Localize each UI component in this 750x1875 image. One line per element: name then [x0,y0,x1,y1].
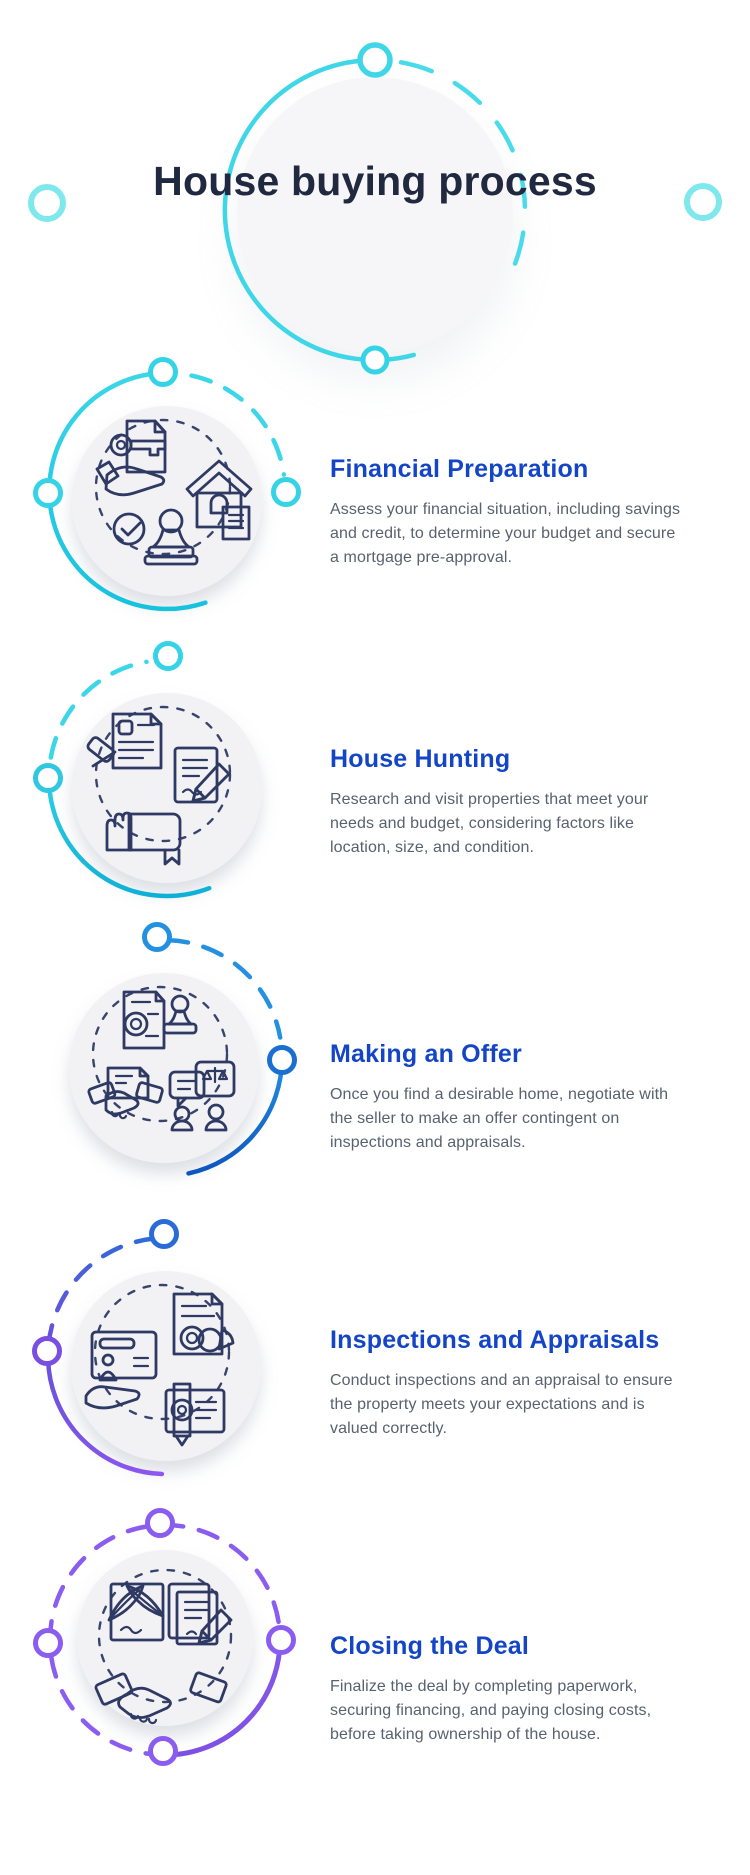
step-1-text: Financial Preparation Assess your financ… [330,455,732,570]
step-3-text: Making an Offer Once you find a desirabl… [330,1040,732,1155]
note-and-pencil-icon [173,746,231,804]
step-3-description: Once you find a desirable home, negotiat… [330,1086,669,1151]
stamp-approval-check-icon [112,508,199,566]
step-2-icon-circle [72,693,262,883]
step-5-heading: Closing the Deal [330,1632,530,1660]
step-5-text: Closing the Deal Finalize the deal by co… [330,1632,732,1747]
step-3-heading: Making an Offer [330,1040,522,1068]
certificate-stamp-icon [122,990,198,1050]
page-title: House buying process [153,158,597,204]
header-ring-top-node [357,42,393,78]
step-5-illustration [33,1508,296,1766]
step-1-node-top [148,357,178,387]
step-5-icon-circle [77,1550,253,1726]
step-4-node-left [32,1336,62,1366]
house-icon [185,459,253,541]
hand-certificate-icon [84,1330,158,1410]
negotiation-chat-scales-icon [168,1060,236,1132]
header-left-node-circle [28,184,66,222]
step-1-node-left [33,478,63,508]
step-1-illustration [33,357,301,612]
step-3-node-top [142,922,172,952]
step-2-node-left [33,763,63,793]
step-3-node-right [267,1045,297,1075]
step-2-node-top [153,641,183,671]
step-1-description: Assess your financial situation, includi… [330,501,681,566]
step-4-heading: Inspections and Appraisals [330,1326,660,1354]
step-2-description: Research and visit properties that meet … [330,791,649,856]
step-5-node-top [145,1508,175,1538]
step-4-node-top [149,1219,179,1249]
step-2-illustration [33,641,262,899]
hand-holding-key-document-icon [95,419,167,497]
header-background-circle [237,77,513,353]
step-1-heading: Financial Preparation [330,455,589,483]
step-5-description: Finalize the deal by completing paperwor… [330,1678,652,1743]
document-appraisal-rings-icon [172,1292,235,1356]
step-5-node-bottom [148,1736,178,1766]
diploma-ribbon-icon [164,1382,226,1447]
signed-paper-quills-icon [107,1582,165,1642]
step-2-heading: House Hunting [330,745,511,773]
header-ring-bottom-node [360,345,390,375]
step-1-icon-circle [72,406,262,596]
handshake-contract-icon [87,1066,164,1120]
step-5-node-right [266,1625,296,1655]
step-2-text: House Hunting Research and visit propert… [330,745,732,860]
step-4-illustration [32,1219,261,1477]
step-4-description: Conduct inspections and an appraisal to … [330,1372,673,1437]
legal-document-gavel-icon [86,712,163,770]
handshake-deal-icon [94,1671,228,1725]
header-ring-decoration [222,42,528,375]
step-3-illustration [69,922,297,1176]
book-oath-hand-icon [105,811,182,866]
header-right-node-circle [684,183,722,221]
step-4-icon-circle [71,1271,261,1461]
step-4-text: Inspections and Appraisals Conduct inspe… [330,1326,732,1441]
step-5-node-left [33,1628,63,1658]
contract-pencil-icon [167,1582,233,1646]
step-1-node-right [271,477,301,507]
